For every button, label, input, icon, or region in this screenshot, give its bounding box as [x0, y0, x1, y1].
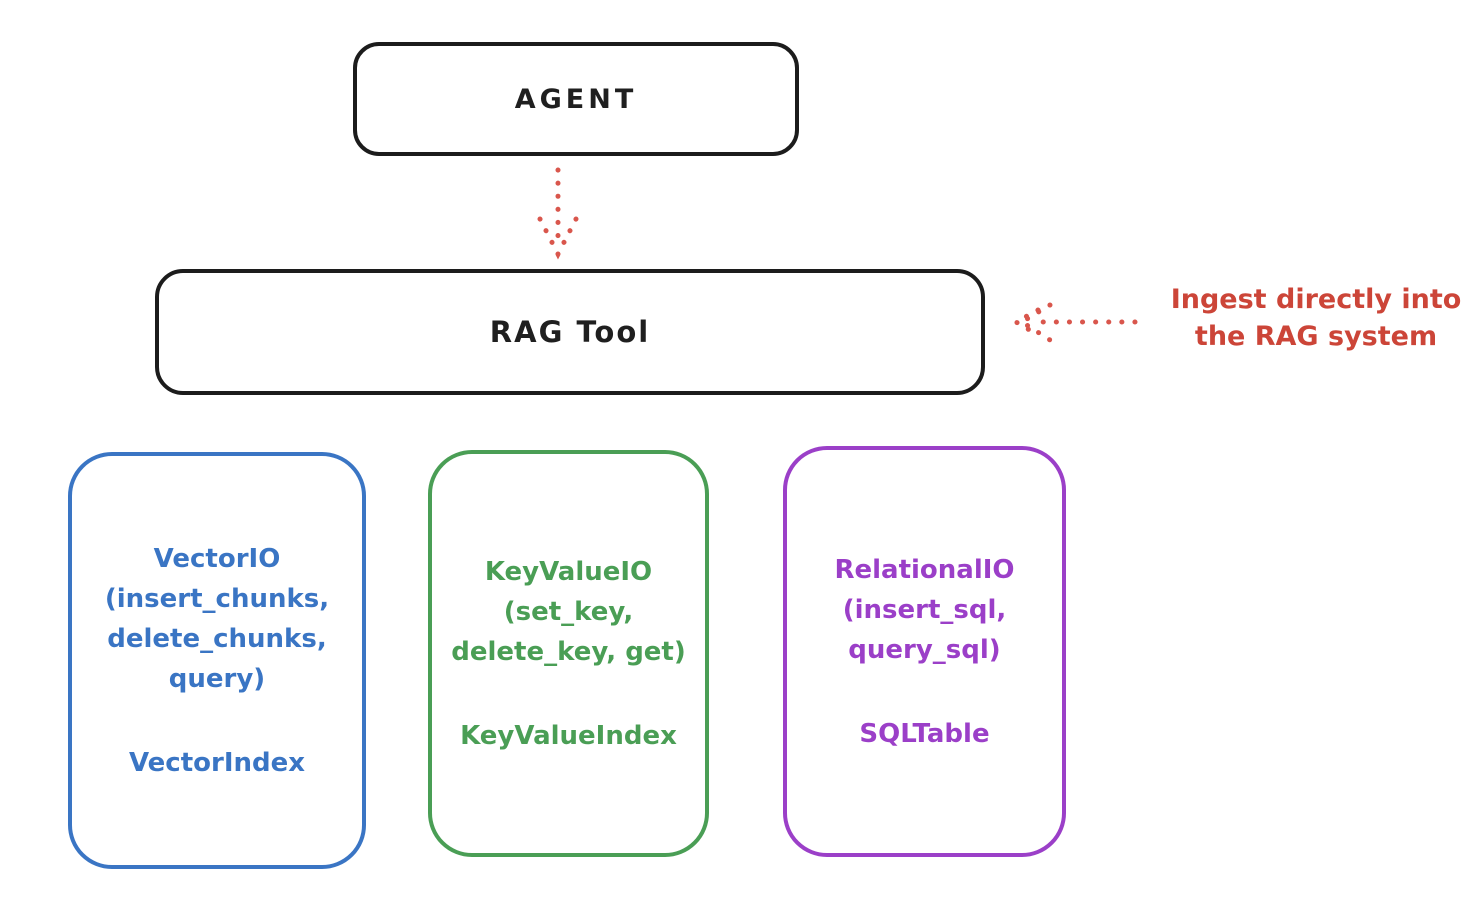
relational-io-box: RelationalIO (insert_sql, query_sql) SQL… [783, 446, 1066, 857]
store-line: delete_chunks, [107, 623, 327, 654]
relational-io-signature: RelationalIO (insert_sql, query_sql) [834, 550, 1014, 670]
ingest-annotation: Ingest directly into the RAG system [1148, 281, 1484, 355]
store-line: (insert_chunks, [104, 583, 330, 614]
store-line: (set_key, [503, 596, 634, 627]
ingest-annotation-line1: Ingest directly into [1170, 284, 1462, 315]
store-line: RelationalIO [834, 554, 1015, 585]
keyvalue-io-box: KeyValueIO (set_key, delete_key, get) Ke… [428, 450, 709, 857]
ingest-annotation-line2: the RAG system [1194, 321, 1438, 352]
sql-table-label: SQLTable [859, 718, 990, 749]
store-line: KeyValueIO [484, 556, 653, 587]
rag-tool-label: RAG Tool [489, 315, 651, 349]
store-line: (insert_sql, [842, 594, 1007, 625]
keyvalue-index-label: KeyValueIndex [460, 720, 677, 751]
rag-tool-box: RAG Tool [155, 269, 985, 395]
vector-io-signature: VectorIO (insert_chunks, delete_chunks, … [105, 539, 329, 699]
store-line: VectorIO [153, 543, 281, 574]
vector-io-box: VectorIO (insert_chunks, delete_chunks, … [68, 452, 366, 869]
vector-index-label: VectorIndex [128, 747, 306, 778]
agent-to-ragtool-arrow [537, 167, 579, 260]
store-line: query_sql) [848, 634, 1001, 665]
agent-box: AGENT [353, 42, 799, 156]
ingest-arrow [1010, 302, 1138, 343]
agent-label: AGENT [514, 83, 638, 115]
store-line: query) [168, 663, 266, 694]
keyvalue-io-signature: KeyValueIO (set_key, delete_key, get) [451, 552, 686, 672]
store-line: delete_key, get) [451, 636, 686, 667]
